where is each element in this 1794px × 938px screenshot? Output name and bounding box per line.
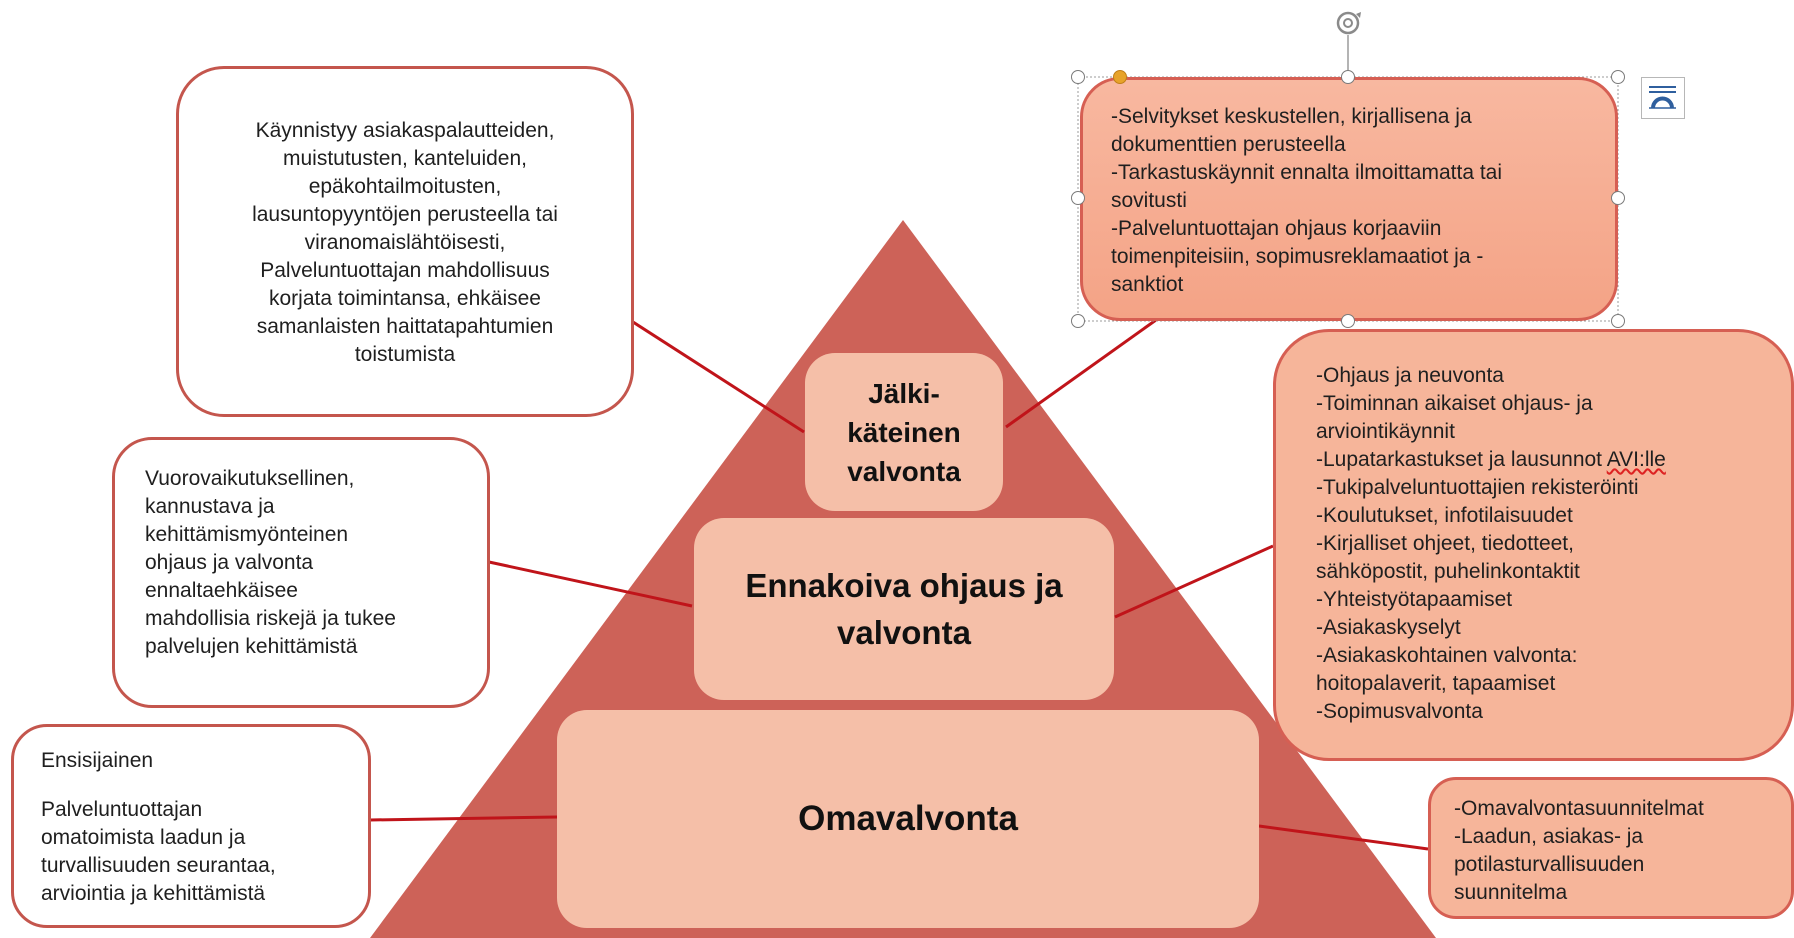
note-middle-left-text: Vuorovaikutuksellinen, kannustava ja keh… <box>145 467 396 658</box>
level-middle[interactable]: Ennakoiva ohjaus ja valvonta <box>694 518 1114 700</box>
note-top-left[interactable] <box>176 66 634 417</box>
note-bottom-left-body: Palveluntuottajan omatoimista laadun ja … <box>41 798 276 905</box>
note-bottom-left-heading: Ensisijainen <box>41 749 154 772</box>
note-bottom-right-text: -Omavalvontasuunnitelmat -Laadun, asiaka… <box>1454 797 1704 904</box>
layout-options-icon <box>1649 86 1676 109</box>
connector-middle-left <box>488 560 693 608</box>
note-bottom-right[interactable] <box>1428 777 1794 919</box>
note-middle-right[interactable] <box>1273 329 1794 761</box>
resize-handle-bottom-left[interactable] <box>1071 314 1085 328</box>
resize-handle-bottom-right[interactable] <box>1611 314 1625 328</box>
note-top-right-text[interactable]: -Selvitykset keskustellen, kirjallisena … <box>1111 105 1503 296</box>
layout-options-button[interactable] <box>1641 77 1685 119</box>
rotate-handle-icon[interactable] <box>1331 6 1365 40</box>
resize-handle-top-left[interactable] <box>1071 70 1085 84</box>
resize-handle-right[interactable] <box>1611 191 1625 205</box>
spelling-underline: AVI:lle <box>1606 448 1666 471</box>
resize-handle-left[interactable] <box>1071 191 1085 205</box>
note-middle-right-text: -Ohjaus ja neuvonta -Toiminnan aikaiset … <box>1316 362 1786 726</box>
connector-bottom-right <box>1258 824 1429 851</box>
resize-handle-top-right[interactable] <box>1611 70 1625 84</box>
note-middle-right-text-a: -Ohjaus ja neuvonta -Toiminnan aikaiset … <box>1316 364 1603 471</box>
adjust-handle[interactable] <box>1113 70 1127 84</box>
resize-handle-top[interactable] <box>1341 70 1355 84</box>
connector-top-left <box>632 320 805 434</box>
connector-middle-right <box>1114 544 1274 619</box>
connector-bottom-left <box>369 815 558 822</box>
note-middle-left[interactable] <box>112 437 490 708</box>
note-bottom-left[interactable] <box>11 724 371 928</box>
note-top-left-text: Käynnistyy asiakaspalautteiden, muistutu… <box>252 119 558 366</box>
level-top[interactable]: Jälki- käteinen valvonta <box>805 353 1003 511</box>
level-bottom[interactable]: Omavalvonta <box>557 710 1259 928</box>
resize-handle-bottom[interactable] <box>1341 314 1355 328</box>
connector-top-right <box>1005 318 1157 429</box>
note-middle-right-text-b: -Tukipalveluntuottajien rekisteröinti -K… <box>1316 476 1639 723</box>
